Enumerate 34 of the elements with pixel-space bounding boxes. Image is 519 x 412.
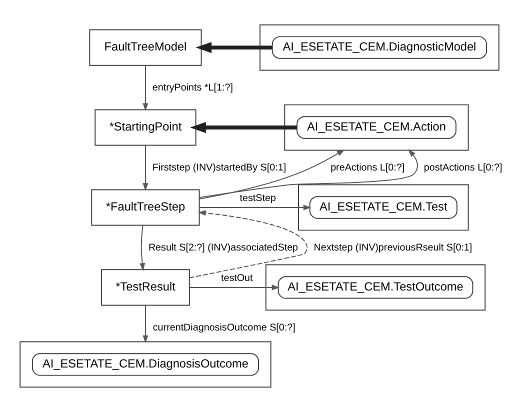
node-box: AI_ESETATE_CEM.TestOutcome — [278, 276, 474, 299]
cluster — [20, 341, 272, 388]
arrow — [142, 144, 148, 192]
node-box: FaultTreeModel — [89, 29, 202, 66]
arrow — [198, 204, 312, 210]
arrow — [198, 149, 345, 200]
node-box: AI_ESETATE_CEM.Test — [309, 196, 458, 219]
node-box: *TestResult — [101, 269, 190, 306]
edge-label: testStep — [240, 193, 276, 204]
arrow — [140, 224, 146, 272]
node-box: *FaultTreeStep — [91, 189, 200, 226]
arrow — [198, 149, 418, 198]
edge-label: preActions L[0:?] — [330, 162, 405, 174]
edge-label: postActions L[0:?] — [424, 162, 502, 174]
arrow — [190, 122, 297, 134]
arrow — [142, 304, 148, 344]
node-box: AI_ESETATE_CEM.DiagnosisOutcome — [32, 353, 259, 376]
arrow — [196, 42, 272, 54]
cluster — [298, 184, 469, 231]
node-box: AI_ESETATE_CEM.Action — [296, 116, 456, 139]
edge-label: Result S[2:?] (INV)associatedStep — [148, 242, 298, 254]
edge-label: currentDiagnosisOutcome S[0:?] — [152, 322, 296, 334]
cluster — [265, 264, 486, 311]
edge-label: Firststep (INV)startedBy S[0:1] — [152, 162, 286, 174]
arrow — [189, 284, 280, 290]
edge-label: Nextstep (INV)previousRseult S[0:1] — [314, 242, 472, 254]
edge-label: entryPoints *L[1:?] — [152, 82, 233, 94]
node-box: *StartingPoint — [94, 109, 196, 146]
edge-label: testOut — [221, 273, 253, 284]
node-box: AI_ESETATE_CEM.DiagnosticModel — [272, 36, 488, 59]
arrow — [188, 210, 308, 278]
cluster — [260, 24, 500, 71]
cluster — [284, 104, 469, 151]
arrow — [142, 64, 148, 112]
